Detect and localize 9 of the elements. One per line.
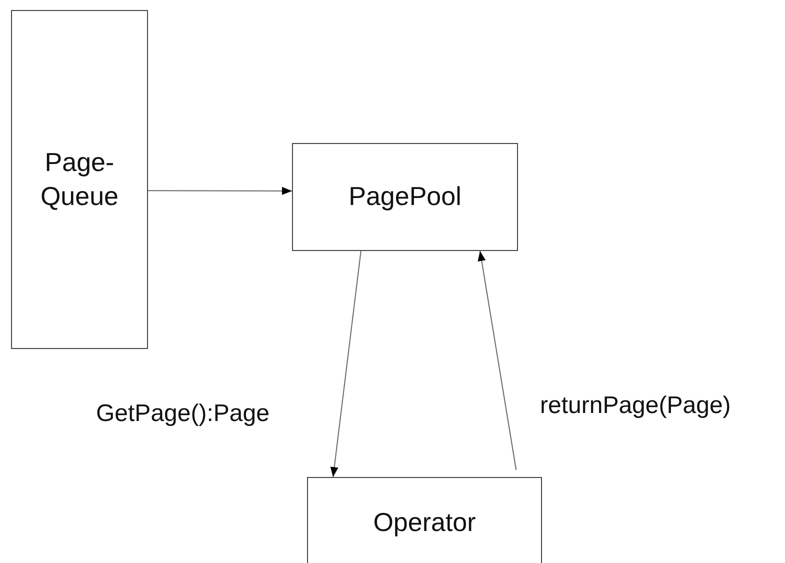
process-box [307,477,542,563]
arrow [148,186,292,195]
node-label: Page- Queue [39,146,120,212]
process-box [292,143,518,251]
arrow [478,250,517,470]
node-label: Operator [373,506,476,539]
arrow [330,250,362,478]
process-box [11,10,148,349]
node-label: PagePool [348,180,462,214]
